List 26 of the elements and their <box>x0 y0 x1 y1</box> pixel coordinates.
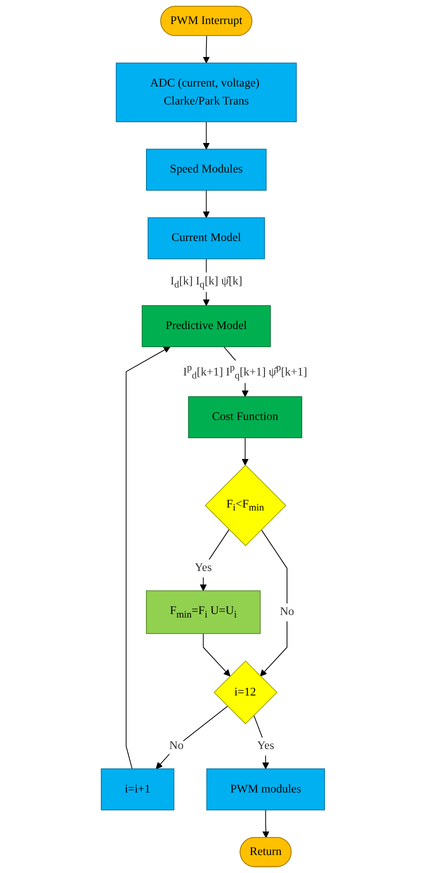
node-box: Cost Function <box>188 396 302 438</box>
node-box: F$_{min}$=F$_{i}$ U=U$_{i}$ <box>146 590 261 634</box>
arrow <box>156 706 228 770</box>
edge-label: No <box>169 740 184 752</box>
arrow <box>202 190 210 218</box>
edge-label: I$_{d}$[k] I$_{q}$[k] ψ̂[k] <box>170 274 242 290</box>
node-box: i=i+1 <box>100 768 174 810</box>
node-diamond: i=12 <box>214 660 278 724</box>
node-box: ADC (current, voltage) Clarke/Park Trans <box>116 62 297 122</box>
node-box: PWM modules <box>206 768 326 810</box>
edge-label: I$^{p}$$_{d}$[k+1] I$^{p}$$_{q}$[k+1] ψ̂$^{p}$[k+1] <box>183 362 308 381</box>
arrow <box>260 529 288 676</box>
node-diamond: F$_{i}$<F$_{min}$ <box>204 464 286 546</box>
edge-label: No <box>280 606 294 618</box>
arrow <box>126 346 170 770</box>
edge-label: Yes <box>194 562 212 574</box>
arrow <box>203 633 230 676</box>
node-box: Current Model <box>148 217 266 260</box>
arrow <box>262 810 270 838</box>
arrow <box>202 36 210 64</box>
arrow <box>202 121 210 150</box>
arrow <box>200 529 230 592</box>
node-box: Predictive Model <box>142 305 271 348</box>
node-box: Speed Modules <box>146 148 267 191</box>
edge-label: Yes <box>257 740 274 752</box>
arrow <box>242 437 249 466</box>
